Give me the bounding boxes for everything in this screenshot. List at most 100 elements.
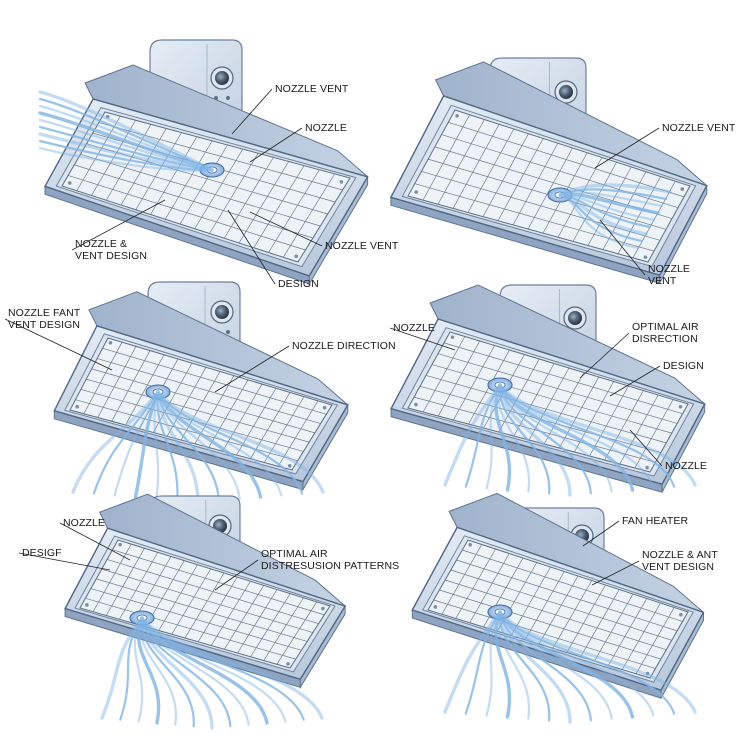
grille-bar (452, 124, 500, 209)
callout-text: DISTRESUSION PATTERNS (261, 560, 399, 572)
leader-line (227, 209, 276, 285)
callout-label: NOZZLE (59, 517, 131, 561)
grille-bar (97, 358, 321, 424)
callout-label: NOZZLE VENT (594, 122, 736, 169)
grille-bar (135, 132, 182, 210)
screw (322, 405, 327, 410)
leader-line (4, 318, 113, 371)
grille-bar (608, 598, 648, 666)
airflow-streak (558, 193, 644, 243)
grille-bar (180, 371, 221, 441)
grille-bar (448, 121, 685, 198)
callout-label: DESIGN (227, 209, 319, 290)
grille-bar (223, 157, 274, 239)
fan-unit-1 (38, 39, 369, 286)
grille-bar (482, 133, 529, 217)
callout-text: DESIGN (663, 360, 704, 372)
airflow-streak (498, 383, 635, 492)
grille-bar (566, 584, 606, 653)
grille-bar (552, 580, 593, 649)
callout-text: DISRECTION (632, 333, 698, 345)
grille-bar (617, 176, 661, 254)
grille-bar (263, 396, 305, 463)
grille-bar (589, 385, 629, 457)
airflow-streak (498, 610, 655, 717)
airflow-streak (494, 610, 512, 719)
screw (643, 255, 648, 259)
airflow-streak (38, 139, 214, 172)
airflow-streak (498, 383, 697, 487)
airflow-streak (38, 97, 214, 172)
grille-bar (425, 375, 667, 444)
grille-bar (634, 399, 674, 469)
grille-bar (112, 549, 325, 616)
airflow-streak (497, 610, 531, 720)
grille-bar (513, 363, 555, 437)
grille-bar (268, 169, 320, 253)
grille (61, 111, 351, 263)
grille-bar (91, 368, 315, 434)
screw (339, 180, 344, 184)
callout-label: NOZZLE VENT (231, 83, 349, 135)
callout-text: NOZZLE (63, 517, 105, 529)
grille-bar (97, 346, 137, 418)
grille-bar (197, 576, 238, 642)
grille-lines (68, 115, 343, 258)
callout-text: NOZZLE (665, 460, 707, 472)
fan-unit-3 (53, 281, 349, 504)
airflow-streak (443, 610, 502, 714)
airflow-streak (498, 610, 572, 724)
housing-hood (448, 492, 704, 613)
grille-bar (86, 378, 310, 443)
screw (75, 404, 79, 409)
screw (450, 335, 455, 339)
callout-text: NOZZLE (305, 122, 347, 134)
grille-bar (456, 559, 678, 632)
leader-line (71, 199, 166, 251)
callout-text: VENT DESIGN (642, 561, 714, 573)
leader-line (249, 127, 303, 163)
grille-bar (238, 161, 290, 244)
housing-hood (84, 64, 368, 178)
airflow-streak (498, 383, 551, 495)
airflow-streak (92, 390, 160, 495)
screw (414, 402, 418, 407)
grille-bar (602, 171, 647, 250)
indicator-dot (226, 330, 230, 334)
grille-bar (277, 400, 319, 467)
grille-bar (250, 392, 291, 459)
airflow-streak (140, 616, 214, 730)
airflow-streak (156, 390, 263, 499)
callout-text: VENT DESIGN (8, 319, 80, 331)
screw (85, 603, 89, 607)
grille-bar (621, 602, 661, 670)
airflow-streak (113, 390, 160, 497)
airflow-icon (38, 90, 214, 172)
callout-text: OPTIMAL AIR (632, 321, 699, 333)
fan-unit-6 (411, 492, 705, 724)
grille-bar (557, 157, 603, 238)
knob-center (215, 305, 229, 319)
indicator-dot (226, 96, 230, 100)
grille-lines (85, 543, 325, 665)
grille-bar (619, 394, 659, 465)
grille-bar (237, 589, 278, 654)
airflow-streak (156, 390, 220, 502)
grille (69, 337, 333, 471)
airflow-streak (498, 383, 676, 488)
callout-text: NOZZLE VENT (662, 122, 736, 134)
airflow-streak (464, 610, 502, 715)
screw (680, 187, 685, 191)
callout-text: NOZZLE DIRECTION (292, 340, 396, 352)
leader-line (582, 520, 620, 547)
grille-bar (98, 122, 343, 191)
leader-line (599, 219, 646, 276)
airflow-streak (558, 192, 660, 215)
grille-lines (433, 544, 683, 674)
airflow-streak (485, 610, 502, 717)
grille-bar (527, 147, 573, 230)
airflow-streak (498, 610, 697, 714)
leader-line (214, 559, 259, 591)
grille-bar (263, 597, 304, 661)
